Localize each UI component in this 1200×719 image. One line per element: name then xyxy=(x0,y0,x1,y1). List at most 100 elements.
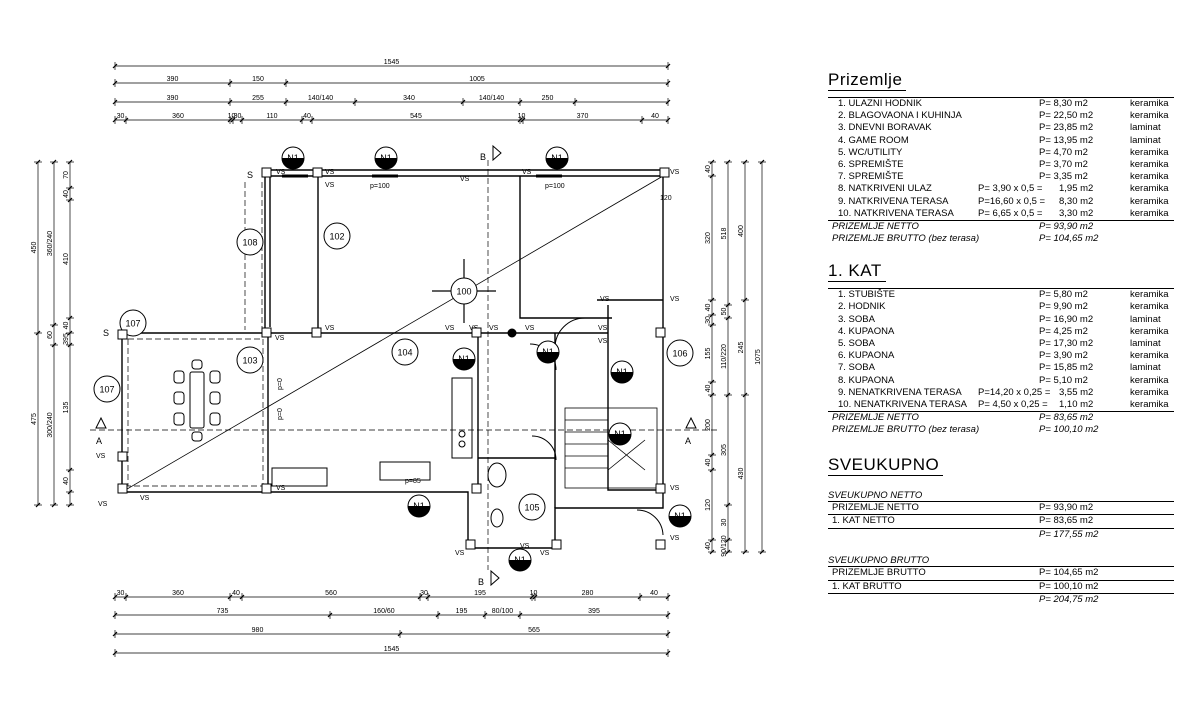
section-arrow xyxy=(490,569,500,587)
dim-bottom-row1: 30 xyxy=(420,590,428,597)
room-name: 10. NENATKRIVENA TERASA xyxy=(838,398,967,410)
sveukupno-title: SVEUKUPNO xyxy=(828,455,944,476)
n1-half xyxy=(669,516,691,527)
dim-left-middle: 60 xyxy=(47,331,54,339)
floor-material: keramika xyxy=(1130,374,1169,386)
n1-label: N1 xyxy=(413,501,425,511)
dim-right-col2: 30 xyxy=(721,519,728,527)
room-area: P= 22,50 m2 xyxy=(1039,110,1094,122)
dim-right-col2: 90/120 xyxy=(721,535,728,557)
room-number: 107 xyxy=(99,385,114,395)
dim-right-col3: 245 xyxy=(738,342,745,354)
dim-bottom-row1: 280 xyxy=(582,590,594,597)
dim-right-col2: 305 xyxy=(721,444,728,456)
dim-top-row3: 250 xyxy=(542,95,554,102)
room-marker xyxy=(93,375,121,403)
dim-bottom-row2: 195 xyxy=(456,608,468,615)
inner-wall xyxy=(519,176,612,319)
column xyxy=(655,483,666,494)
area-formula: P= 3,90 x 0,5 = xyxy=(978,183,1043,195)
room-name: 1. ULAZNI HODNIK xyxy=(838,98,922,109)
grand-total-area: P= 204,75 m2 xyxy=(1039,594,1099,605)
section-arrow xyxy=(95,416,107,429)
n1-label: N1 xyxy=(458,354,470,364)
n1-half xyxy=(408,506,430,517)
floor-material: keramika xyxy=(1130,171,1169,183)
dim-top-row2: 390 xyxy=(167,76,179,83)
n1-label: N1 xyxy=(380,153,392,163)
bathroom-fixtures xyxy=(487,317,664,536)
dim-bottom-total: 1545 xyxy=(384,646,400,653)
column xyxy=(551,539,562,550)
floor-material: laminat xyxy=(1130,338,1161,349)
floor-material: keramika xyxy=(1130,350,1169,362)
dim-left-inner: 395 xyxy=(63,333,70,345)
room-name: 8. NATKRIVENI ULAZ xyxy=(838,183,932,195)
inner-wall xyxy=(267,176,319,492)
sum-area: P= 104,65 m2 xyxy=(1039,233,1099,245)
floor-material: keramika xyxy=(1130,146,1169,158)
room-marker xyxy=(450,277,478,305)
column xyxy=(261,483,272,494)
dim-top-row4: 545 xyxy=(410,113,422,120)
dim-bottom-row2: 395 xyxy=(588,608,600,615)
total-area: P= 100,10 m2 xyxy=(1039,580,1099,592)
dim-top-row2: 150 xyxy=(252,76,264,83)
dim-top-row4: 40 xyxy=(303,113,311,120)
column xyxy=(655,327,666,338)
room-area: P= 5,80 m2 xyxy=(1039,289,1088,301)
dim-top-row4: 10 xyxy=(228,113,236,120)
vs-label: VS xyxy=(522,169,532,176)
room-marker xyxy=(391,338,419,366)
dim-right-col3: 400 xyxy=(738,225,745,237)
room-name: 2. BLAGOVAONA I KUHINJA xyxy=(838,110,962,122)
room-number: 102 xyxy=(329,232,344,242)
vs-label: VS xyxy=(460,176,470,183)
dim-right-col1: 155 xyxy=(705,348,712,360)
dim-top-row4: 370 xyxy=(577,113,589,120)
dim-top-row4: 10 xyxy=(518,113,526,120)
room-number: 100 xyxy=(456,287,471,297)
area-formula: P= 6,65 x 0,5 = xyxy=(978,207,1043,219)
dim-bottom-row2: 80/100 xyxy=(492,608,514,615)
vs-label: VS xyxy=(455,550,465,557)
section-arrow xyxy=(492,144,502,162)
vs-label: VS xyxy=(96,453,106,460)
dim-left-middle: 360/240 xyxy=(47,231,54,256)
room-marker xyxy=(518,493,546,521)
dim-bottom-row1: 30 xyxy=(117,590,125,597)
total-name: 1. KAT BRUTTO xyxy=(832,580,902,592)
vs-label: VS xyxy=(140,495,150,502)
dim-bottom-row1: 360 xyxy=(172,590,184,597)
vs-label: VS xyxy=(276,169,286,176)
room-name: 6. SPREMIŠTE xyxy=(838,158,904,170)
p-label: p=100 xyxy=(545,183,565,190)
vs-label: VS xyxy=(325,169,335,176)
small-dim: 120 xyxy=(660,195,672,202)
column xyxy=(312,167,323,178)
vs-label: VS xyxy=(520,543,530,550)
kitchen-counter xyxy=(271,328,517,487)
sum-name: PRIZEMLJE NETTO xyxy=(832,220,919,232)
floor-material: keramika xyxy=(1130,98,1169,109)
outer-wall xyxy=(121,169,664,549)
total-area: P= 83,65 m2 xyxy=(1039,515,1094,526)
vs-label: VS xyxy=(598,338,608,345)
floor-material: keramika xyxy=(1130,207,1169,219)
dim-right-total: 1075 xyxy=(755,349,762,365)
room-area: 1,10 m2 xyxy=(1059,398,1094,410)
n1-half xyxy=(537,352,559,363)
